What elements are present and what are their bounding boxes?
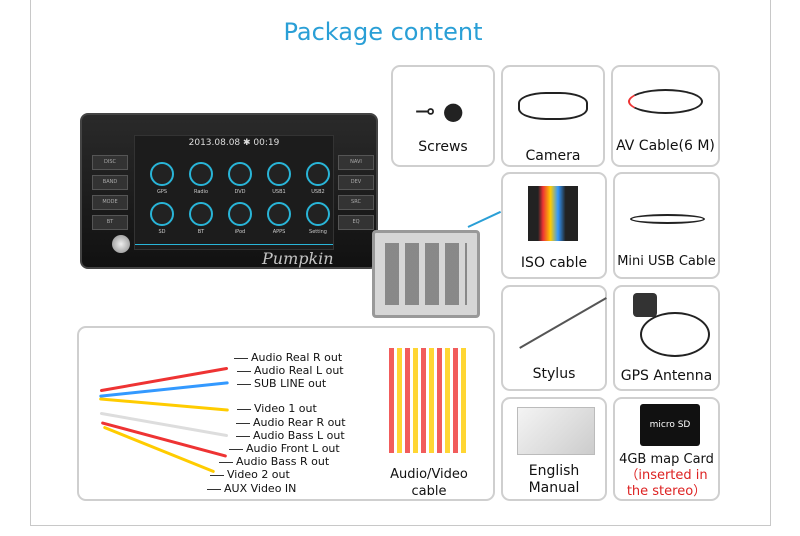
eq-button: EQ — [338, 215, 374, 230]
dev-button: DEV — [338, 175, 374, 190]
item-iso-cable: ISO cable — [501, 172, 607, 279]
car-stereo-image: DISC BAND MODE BT NAVI DEV SRC EQ 2013.0… — [80, 113, 378, 269]
app-label: USB1 — [272, 189, 286, 195]
disc-button: DISC — [92, 155, 128, 170]
item-mini-usb: Mini USB Cable — [613, 172, 720, 279]
wire-label: AUX Video IN — [207, 483, 296, 495]
mode-button: MODE — [92, 195, 128, 210]
item-label: Screws — [418, 139, 468, 155]
manual-icon — [517, 407, 595, 455]
app-label: Radio — [193, 189, 209, 195]
iso-cable-icon — [528, 186, 578, 241]
item-av-cable: AV Cable(6 M) — [611, 65, 720, 167]
item-screws: ⊸ ● Screws — [391, 65, 495, 167]
item-wire-harness: Audio Real R out Audio Real L out SUB LI… — [77, 326, 495, 501]
page-title: Package content — [283, 18, 483, 46]
wire-label: Audio Real L out — [237, 365, 344, 377]
gps-app-icon — [150, 162, 174, 186]
item-stylus: Stylus — [501, 285, 607, 391]
band-button: BAND — [92, 175, 128, 190]
dvd-app-icon — [228, 162, 252, 186]
gps-antenna-icon — [633, 293, 657, 317]
item-label: English — [528, 463, 580, 479]
sd-card-icon: micro SD — [640, 404, 700, 446]
item-label: AV Cable(6 M) — [616, 138, 715, 154]
stylus-icon — [519, 297, 607, 349]
item-note: the stereo） — [626, 484, 707, 499]
item-label: cable — [411, 484, 447, 499]
item-label: Stylus — [532, 366, 576, 382]
page-frame — [30, 0, 771, 526]
camera-icon — [518, 92, 588, 120]
wire-label: Audio Real R out — [234, 352, 342, 364]
item-gps: GPS Antenna — [613, 285, 720, 391]
wire-label: Audio Bass R out — [219, 456, 329, 468]
app-label: BT — [197, 229, 205, 235]
item-label: ISO cable — [520, 255, 588, 271]
item-camera: Camera — [501, 65, 605, 167]
item-label: Camera — [525, 148, 581, 164]
stereo-screen: 2013.08.08 ✱ 00:19 GPS Radio DVD USB1 US… — [134, 135, 334, 250]
src-button: SRC — [338, 195, 374, 210]
iso-connector-image — [372, 230, 480, 318]
wire-label: Audio Front L out — [229, 443, 340, 455]
wire-label: SUB LINE out — [237, 378, 326, 390]
item-label: 4GB map Card — [619, 452, 714, 467]
bt-button: BT — [92, 215, 128, 230]
app-label: iPod — [234, 229, 246, 235]
item-label: Audio/Video — [390, 467, 468, 482]
av-cable-image — [389, 348, 469, 453]
bluetooth-app-icon — [189, 202, 213, 226]
ipod-app-icon — [228, 202, 252, 226]
item-manual: English Manual — [501, 397, 607, 501]
item-note: （inserted in — [625, 468, 708, 483]
wire-label: Audio Bass L out — [236, 430, 345, 442]
app-label: DVD — [234, 189, 246, 195]
gps-cable — [640, 312, 710, 357]
usb-cable-icon — [630, 214, 705, 224]
usb1-app-icon — [267, 162, 291, 186]
app-label: USB2 — [311, 189, 325, 195]
radio-app-icon — [189, 162, 213, 186]
app-label: APPS — [272, 229, 286, 235]
wire-label: Video 1 out — [237, 403, 317, 415]
app-label: SD — [158, 229, 166, 235]
item-label: Mini USB Cable — [617, 254, 716, 269]
status-bar: 2013.08.08 ✱ 00:19 — [188, 138, 280, 148]
sd-app-icon — [150, 202, 174, 226]
wire-label: Audio Rear R out — [236, 417, 346, 429]
item-label: GPS Antenna — [620, 368, 713, 384]
navi-button: NAVI — [338, 155, 374, 170]
settings-app-icon — [306, 202, 330, 226]
wire — [99, 381, 229, 398]
watermark: Pumpkin — [262, 249, 334, 268]
av-cable-icon — [628, 89, 703, 114]
volume-knob — [112, 235, 130, 253]
screw-icon: ⊸ ● — [415, 97, 464, 125]
app-label: GPS — [156, 189, 168, 195]
item-label: Manual — [528, 480, 580, 496]
app-label: Setting — [309, 229, 327, 235]
apps-app-icon — [267, 202, 291, 226]
usb2-app-icon — [306, 162, 330, 186]
wire — [99, 397, 229, 412]
screen-divider — [135, 244, 333, 245]
wire-label: Video 2 out — [210, 469, 290, 481]
item-sd-card: micro SD 4GB map Card （inserted in the s… — [613, 397, 720, 501]
